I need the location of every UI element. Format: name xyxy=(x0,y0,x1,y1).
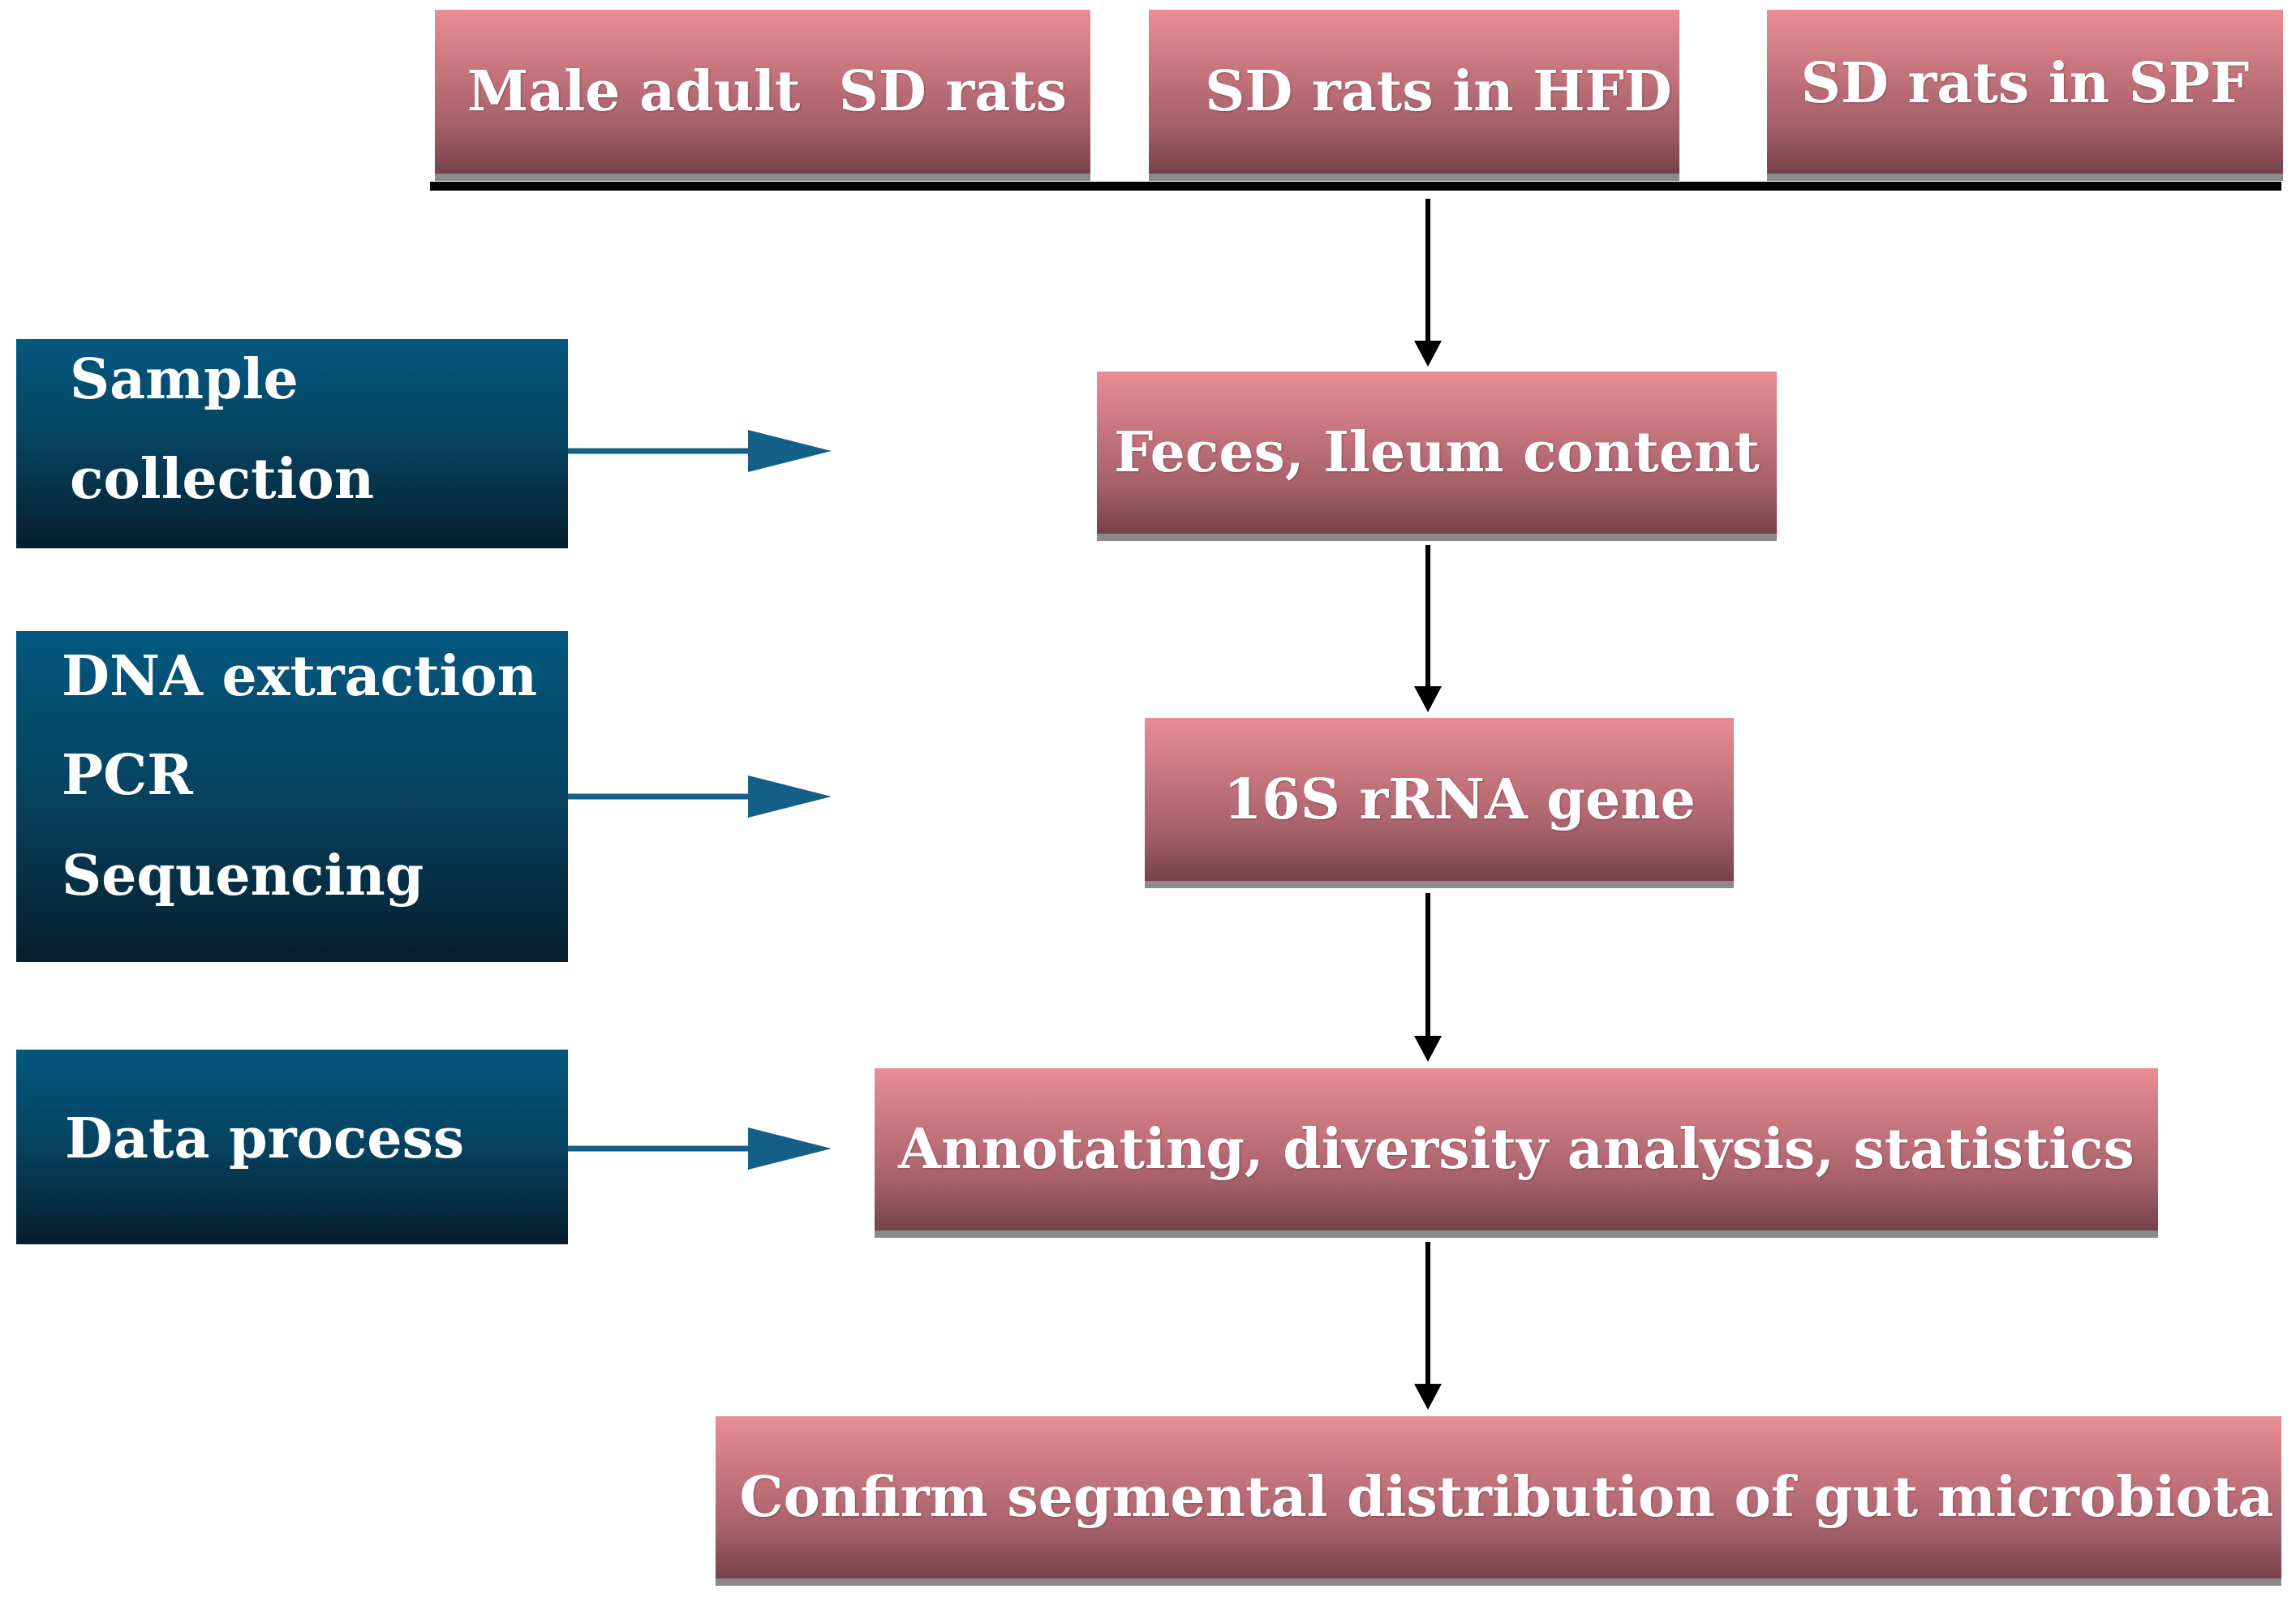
step-confirm-label: Confirm segmental distribution of gut mi… xyxy=(739,1465,2274,1530)
sample-collection-line-2: collection xyxy=(70,447,375,512)
step-annotating-box: Annotating, diversity analysis, statisti… xyxy=(875,1068,2158,1230)
step-annotating-label: Annotating, diversity analysis, statisti… xyxy=(898,1117,2135,1182)
blue-arrow-1 xyxy=(568,430,832,472)
step-confirm-box: Confirm segmental distribution of gut mi… xyxy=(716,1416,2281,1578)
down-arrow-1 xyxy=(1414,199,1442,367)
sequencing-label: Sequencing xyxy=(62,844,424,908)
blue-arrow-3 xyxy=(568,1127,832,1170)
sd-rats-hfd-label: SD rats in HFD xyxy=(1205,59,1672,124)
sd-rats-spf-box: SD rats in SPF xyxy=(1767,10,2283,174)
male-adult-sd-rats-label: Male adult SD rats xyxy=(467,59,1068,124)
sample-collection-box: Sample collection xyxy=(16,339,568,548)
pcr-label: PCR xyxy=(62,743,193,808)
sd-rats-hfd-box: SD rats in HFD xyxy=(1149,10,1679,174)
blue-arrow-2 xyxy=(568,775,832,818)
male-adult-sd-rats-box: Male adult SD rats xyxy=(435,10,1090,174)
step-16s-rrna-label: 16S rRNA gene xyxy=(1223,767,1696,832)
down-arrow-4 xyxy=(1414,1242,1442,1410)
down-arrow-3 xyxy=(1414,893,1442,1062)
horizontal-bar xyxy=(430,182,2281,191)
data-process-label: Data process xyxy=(65,1106,465,1171)
sequencing-box: DNA extraction PCR Sequencing xyxy=(16,631,568,962)
sample-collection-line-1: Sample xyxy=(70,347,299,412)
step-feces-ileum-box: Feces, Ileum content xyxy=(1097,372,1777,534)
data-process-box: Data process xyxy=(16,1050,568,1244)
down-arrow-2 xyxy=(1414,545,1442,712)
step-16s-rrna-box: 16S rRNA gene xyxy=(1145,718,1734,881)
sd-rats-spf-label: SD rats in SPF xyxy=(1800,51,2250,116)
dna-extraction-label: DNA extraction xyxy=(62,644,538,709)
step-feces-ileum-label: Feces, Ileum content xyxy=(1114,420,1760,485)
